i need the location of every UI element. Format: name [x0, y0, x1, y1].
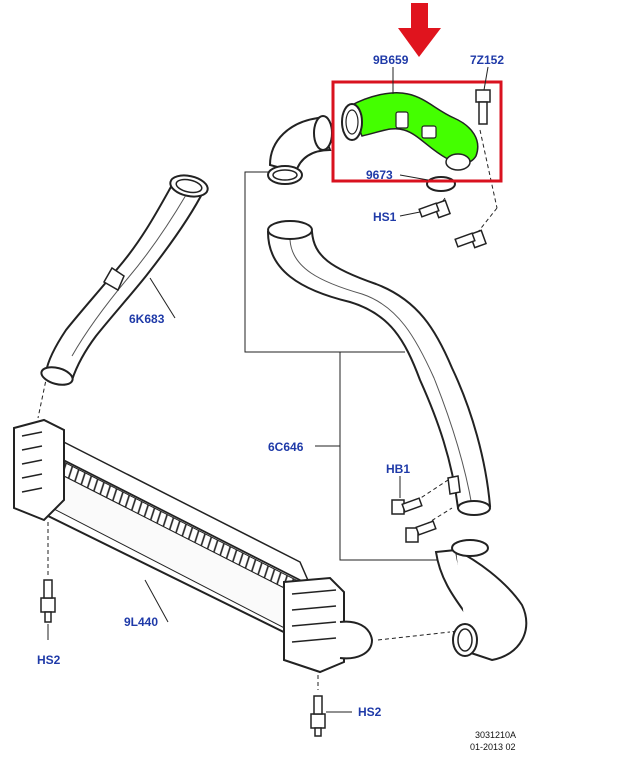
hose-elbow-lower	[434, 539, 528, 662]
gasket-9673-icon	[426, 176, 456, 192]
label-9L440: 9L440	[124, 615, 159, 629]
attention-arrow-icon	[398, 3, 441, 57]
selection-frame	[331, 80, 503, 183]
bolt-HB1-icon	[391, 497, 437, 543]
figure-code: 3031210A	[475, 730, 517, 740]
hose-6C646	[266, 220, 492, 516]
hose-elbow-upper	[267, 115, 333, 185]
label-HB1: HB1	[386, 462, 411, 476]
label-7Z152: 7Z152	[470, 53, 505, 67]
callout-bracket-6C646	[244, 171, 460, 561]
bolt-HS2-left-icon	[40, 579, 56, 623]
intercooler-9L440	[13, 418, 374, 674]
hose-6K683	[40, 174, 209, 386]
label-HS1: HS1	[373, 210, 397, 224]
label-9B659: 9B659	[373, 53, 409, 67]
bolt-HS1-icon	[418, 199, 487, 249]
bolt-HS2-bottom-icon	[310, 695, 326, 737]
bolt-7Z152-icon	[475, 89, 491, 125]
figure-date: 01-2013 02	[470, 742, 516, 752]
label-6K683: 6K683	[129, 312, 165, 326]
label-6C646: 6C646	[268, 440, 304, 454]
label-HS2-left: HS2	[37, 653, 61, 667]
label-9673: 9673	[366, 168, 393, 182]
label-leader-lines	[47, 66, 489, 713]
hose-9B659-highlighted	[341, 92, 479, 171]
label-HS2-bottom: HS2	[358, 705, 382, 719]
